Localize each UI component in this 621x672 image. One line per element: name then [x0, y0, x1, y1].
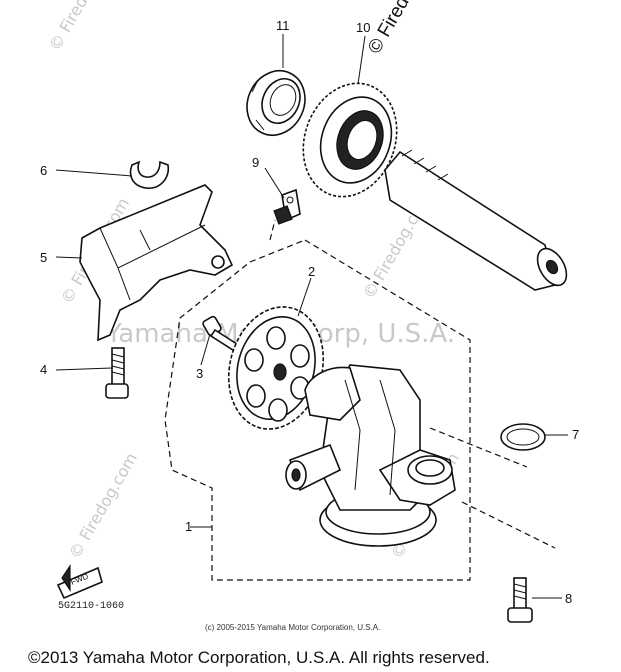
callout-5: 5 — [40, 250, 47, 265]
o-ring — [500, 423, 546, 451]
bolt-left — [105, 347, 129, 399]
sprocket-gear — [302, 82, 398, 198]
oil-pump-body — [285, 364, 456, 547]
oil-seal — [246, 70, 306, 136]
callout-9: 9 — [252, 155, 259, 170]
small-copyright: (c) 2005-2015 Yamaha Motor Corporation, … — [205, 623, 380, 632]
callout-11: 11 — [276, 18, 290, 33]
watermark-top: © Fired — [364, 0, 413, 57]
footer-copyright: ©2013 Yamaha Motor Corporation, U.S.A. A… — [28, 648, 490, 667]
callout-2: 2 — [308, 264, 315, 279]
clip — [129, 160, 170, 189]
callout-4: 4 — [40, 362, 47, 377]
callout-10: 10 — [356, 20, 370, 35]
callout-3: 3 — [196, 366, 203, 381]
bolt-right — [507, 577, 533, 623]
sprocket — [227, 306, 325, 430]
cover — [79, 184, 234, 342]
screw — [202, 315, 242, 354]
watermark-site-4: © Firedog.com — [65, 449, 141, 562]
callout-1: 1 — [185, 519, 192, 534]
chain-joint — [273, 188, 301, 225]
callout-8: 8 — [565, 591, 572, 606]
callout-labels: 1 2 3 4 5 6 7 8 9 10 11 — [40, 18, 579, 606]
drive-shaft — [384, 149, 568, 291]
leader-lines — [55, 34, 568, 599]
watermark-site-1: © Firedog.com — [45, 0, 121, 54]
diagram-code: 5G2110-1060 — [58, 601, 124, 612]
callout-7: 7 — [572, 427, 579, 442]
assembly-outline — [164, 219, 556, 581]
fwd-arrow-icon: FWD — [56, 564, 103, 600]
callout-6: 6 — [40, 163, 47, 178]
